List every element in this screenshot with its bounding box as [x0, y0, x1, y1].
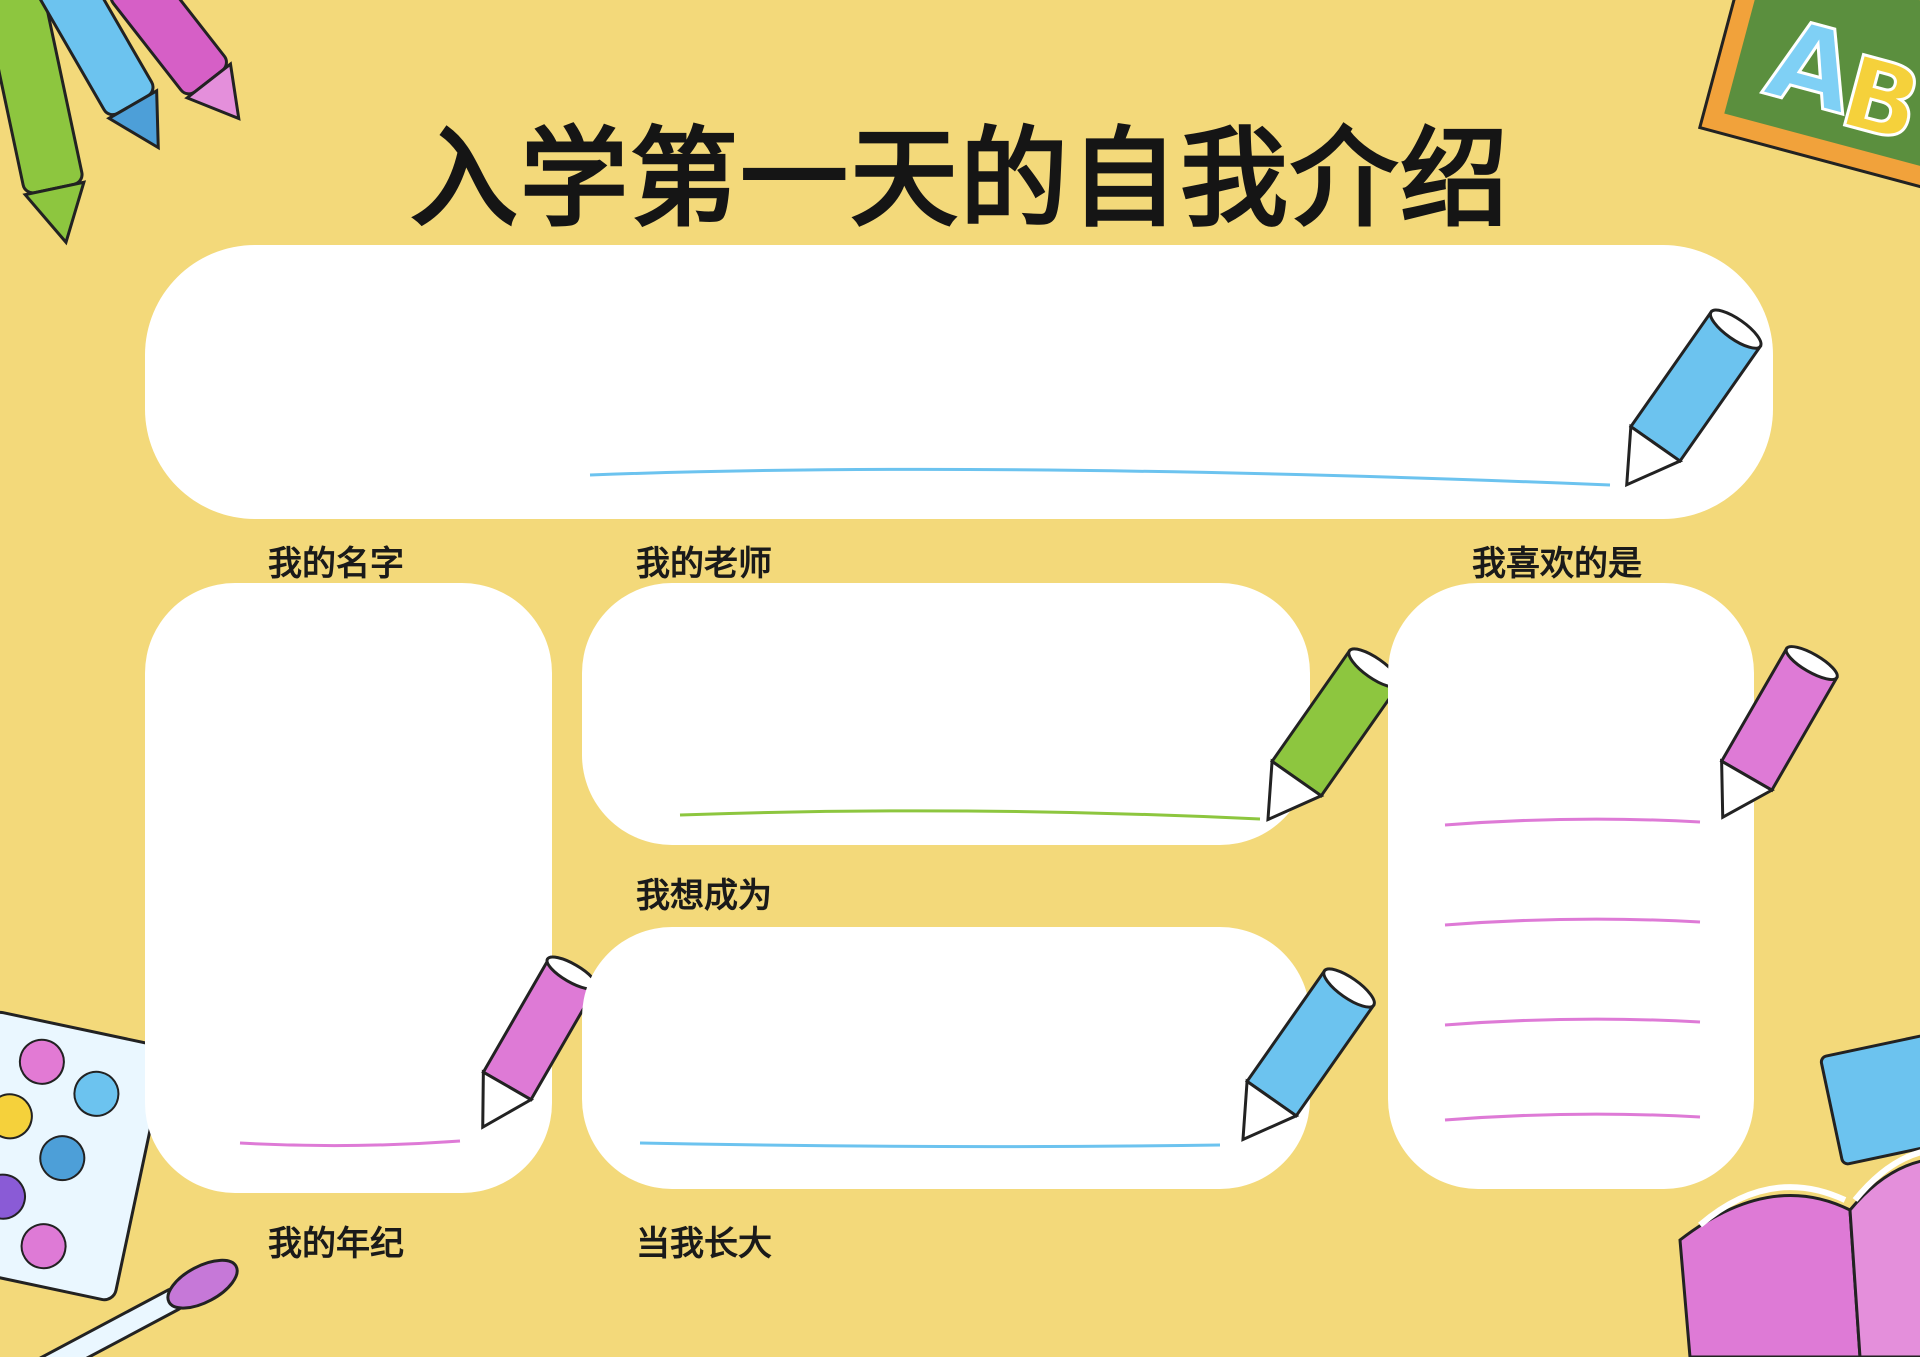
writing-lines	[1444, 817, 1701, 1122]
intro-box[interactable]	[145, 245, 1773, 519]
blue-pencil-icon	[1241, 967, 1376, 1142]
blue-pencil-icon	[1625, 308, 1763, 488]
label-age: 我的年纪	[268, 1224, 404, 1264]
pink-pencil-icon	[481, 955, 599, 1130]
writing-line	[679, 809, 1261, 821]
page-title: 入学第一天的自我介绍	[409, 117, 1510, 242]
books-icon	[1678, 1027, 1920, 1357]
label-teacher: 我的老师	[636, 544, 772, 584]
label-want-to-be: 我想成为	[636, 876, 772, 916]
abc-chalkboard-icon: A B	[1697, 0, 1920, 192]
writing-line	[589, 467, 1611, 487]
label-likes: 我喜欢的是	[1472, 544, 1642, 584]
green-pencil-icon	[1266, 647, 1401, 822]
label-name: 我的名字	[268, 544, 404, 584]
paint-palette-icon	[0, 1010, 239, 1357]
pink-pencil-icon	[1719, 645, 1839, 820]
writing-line	[239, 1139, 461, 1148]
crayons-icon	[0, 0, 241, 246]
writing-line	[639, 1141, 1221, 1149]
label-grow-up: 当我长大	[636, 1224, 772, 1264]
teacher-box[interactable]	[582, 583, 1310, 845]
svg-text:B: B	[1829, 33, 1920, 166]
likes-box[interactable]	[1388, 583, 1754, 1189]
